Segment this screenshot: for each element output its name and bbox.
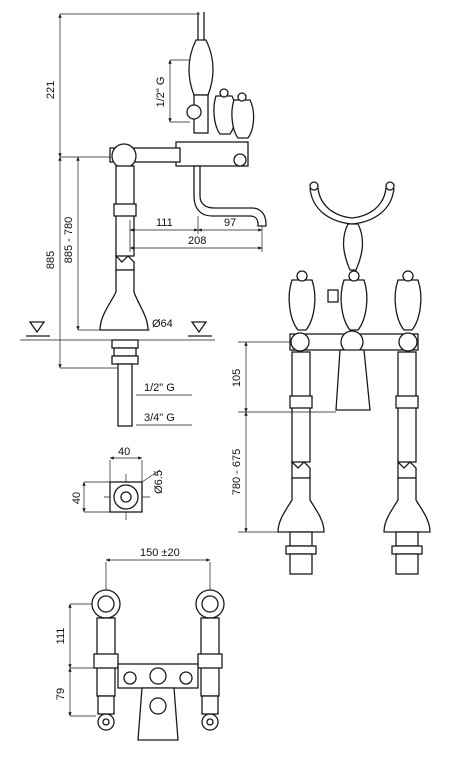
side-view: 221 1/2" G 885 - 780 885 111 97 208 Ø64 …: [20, 12, 267, 427]
floor-marker-left: [26, 321, 50, 337]
base-dim-40-horizontal: 40: [118, 446, 130, 458]
plan-dim-111: 111: [55, 628, 67, 645]
plan-view: 150 ±20 111 79: [55, 547, 225, 741]
side-dim-97: 97: [224, 217, 236, 229]
side-dim-221: 221: [45, 81, 57, 99]
base-dim-d6-5: Ø6.5: [153, 470, 165, 494]
side-dim-half-g: 1/2" G: [144, 382, 175, 394]
side-dim-d64: Ø64: [152, 318, 173, 330]
side-dim-885-780: 885 - 780: [63, 217, 75, 263]
floor-marker-right: [188, 321, 212, 337]
front-dim-105: 105: [231, 369, 243, 387]
base-detail: 40 40 Ø6.5: [71, 446, 165, 520]
side-dim-111: 111: [156, 217, 173, 229]
plan-dim-79: 79: [55, 688, 67, 700]
plan-dim-150: 150 ±20: [140, 547, 180, 559]
side-dim-885: 885: [45, 251, 57, 269]
front-view: 105 780 - 675: [231, 181, 431, 575]
side-dim-three-quarter-g: 3/4" G: [144, 412, 175, 424]
side-dim-half-g-top: 1/2" G: [155, 77, 167, 108]
front-dim-780-675: 780 - 675: [231, 449, 243, 495]
side-dim-208: 208: [188, 235, 206, 247]
base-dim-40-vertical: 40: [71, 492, 83, 504]
